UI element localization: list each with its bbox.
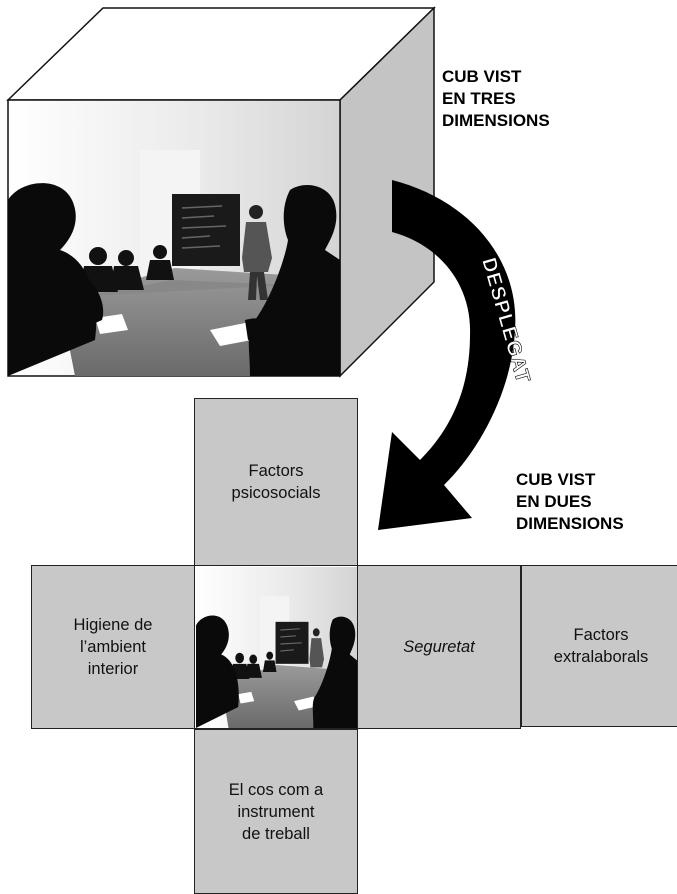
face-far-extralaboral: Factors extralaborals xyxy=(521,565,677,727)
face-bottom-line-2: instrument xyxy=(237,802,315,821)
face-left-line-2: l’ambient xyxy=(79,638,147,656)
face-left-hygiene: Higiene de l’ambient interior xyxy=(31,565,195,729)
label-3d-line-1: CUB VIST xyxy=(442,67,522,86)
label-2d-line-1: CUB VIST xyxy=(516,470,596,489)
face-far-line-2: extralaborals xyxy=(553,648,649,666)
face-bottom-line-3: de treball xyxy=(242,824,310,843)
face-top-psychosocial: Factors psicosocials xyxy=(194,398,358,566)
face-left-line-3: interior xyxy=(87,660,139,678)
meeting-room-photo xyxy=(7,99,341,377)
face-far-line-1: Factors xyxy=(573,626,629,644)
meeting-room-photo-small xyxy=(195,566,357,728)
label-2d-line-2: EN DUES xyxy=(516,492,592,511)
unfold-arrow xyxy=(378,180,516,530)
label-2d-line-3: DIMENSIONS xyxy=(516,514,624,533)
face-top-line-1: Factors xyxy=(248,462,304,480)
face-top-line-2: psicosocials xyxy=(231,484,321,502)
label-3d-line-2: EN TRES xyxy=(442,89,516,108)
face-bottom-body: El cos com a instrument de treball xyxy=(194,729,358,894)
face-right-safety: Seguretat xyxy=(357,565,521,729)
face-bottom-line-1: El cos com a xyxy=(228,780,324,799)
face-left-line-1: Higiene de xyxy=(73,616,153,634)
label-3d-line-3: DIMENSIONS xyxy=(442,111,550,130)
label-3d-cube: CUB VIST EN TRES DIMENSIONS xyxy=(442,66,550,132)
face-right-line-1: Seguretat xyxy=(403,638,475,656)
label-2d-cube: CUB VIST EN DUES DIMENSIONS xyxy=(516,469,624,535)
face-center-photo xyxy=(194,565,358,729)
